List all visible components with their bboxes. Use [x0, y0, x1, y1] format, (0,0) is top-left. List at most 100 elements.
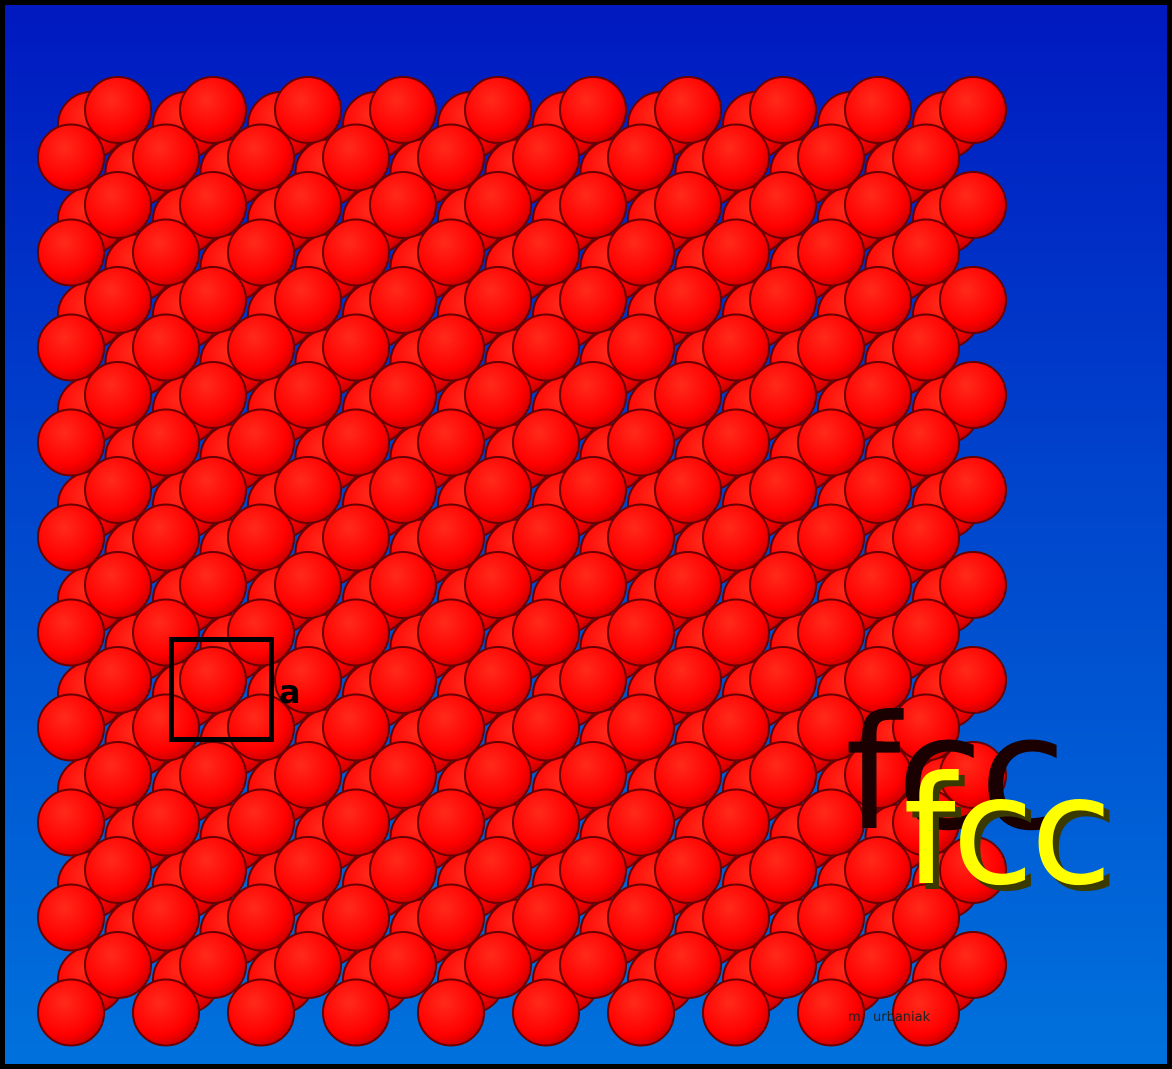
atom [133, 125, 199, 191]
atom [323, 315, 389, 381]
atom [38, 410, 104, 476]
atom [513, 980, 579, 1046]
atom [608, 505, 674, 571]
atom [418, 315, 484, 381]
atom [750, 362, 816, 428]
atom [703, 600, 769, 666]
atom [940, 932, 1006, 998]
atom [323, 410, 389, 476]
atom [750, 267, 816, 333]
atom [513, 410, 579, 476]
atom [940, 267, 1006, 333]
atom [845, 932, 911, 998]
atom [560, 457, 626, 523]
atom [750, 457, 816, 523]
atom [655, 77, 721, 143]
atom [703, 790, 769, 856]
atom [228, 885, 294, 951]
atom [275, 932, 341, 998]
atom [228, 410, 294, 476]
atom [323, 885, 389, 951]
atom [655, 647, 721, 713]
atom [323, 505, 389, 571]
atom [845, 267, 911, 333]
atom [560, 647, 626, 713]
atom [513, 315, 579, 381]
atom [228, 980, 294, 1046]
atom [370, 362, 436, 428]
atom [465, 647, 531, 713]
atom [180, 77, 246, 143]
atom [845, 457, 911, 523]
atom [703, 220, 769, 286]
atom [275, 77, 341, 143]
atom [418, 505, 484, 571]
atom [465, 267, 531, 333]
atom [323, 125, 389, 191]
atom [38, 125, 104, 191]
atom [465, 552, 531, 618]
atom [893, 315, 959, 381]
atom [798, 505, 864, 571]
atom [38, 790, 104, 856]
atom [798, 600, 864, 666]
atom [798, 220, 864, 286]
atom [370, 457, 436, 523]
atom [560, 362, 626, 428]
atom [655, 932, 721, 998]
atom [465, 457, 531, 523]
atom [370, 77, 436, 143]
atom [85, 77, 151, 143]
atom [798, 885, 864, 951]
atom [418, 980, 484, 1046]
atom [418, 885, 484, 951]
atom [370, 932, 436, 998]
atom [750, 77, 816, 143]
atom [38, 695, 104, 761]
atom [85, 932, 151, 998]
atom [180, 552, 246, 618]
atom [655, 267, 721, 333]
title: fcc [903, 757, 1109, 907]
atom [85, 362, 151, 428]
atom [608, 885, 674, 951]
atom [370, 742, 436, 808]
atom [465, 837, 531, 903]
atom [180, 267, 246, 333]
atom [275, 742, 341, 808]
atom [893, 600, 959, 666]
atom [560, 267, 626, 333]
atom [133, 315, 199, 381]
atom [370, 172, 436, 238]
atom [275, 362, 341, 428]
atom [323, 790, 389, 856]
atom [560, 742, 626, 808]
atom [85, 457, 151, 523]
atom [513, 125, 579, 191]
atom [750, 172, 816, 238]
atom [513, 885, 579, 951]
atom [940, 552, 1006, 618]
atom [180, 742, 246, 808]
atom [85, 172, 151, 238]
atom [418, 125, 484, 191]
atom [655, 742, 721, 808]
atom [133, 505, 199, 571]
atom [180, 932, 246, 998]
atom [275, 837, 341, 903]
atom [133, 410, 199, 476]
atom [750, 837, 816, 903]
atom [750, 552, 816, 618]
atom [655, 362, 721, 428]
atom [180, 362, 246, 428]
atom [655, 457, 721, 523]
atom [465, 742, 531, 808]
atom [703, 980, 769, 1046]
atom [370, 552, 436, 618]
atom [38, 600, 104, 666]
atom [798, 410, 864, 476]
atom [798, 315, 864, 381]
atom [608, 410, 674, 476]
credit-name: urbaniak [873, 1010, 930, 1025]
atom [655, 552, 721, 618]
